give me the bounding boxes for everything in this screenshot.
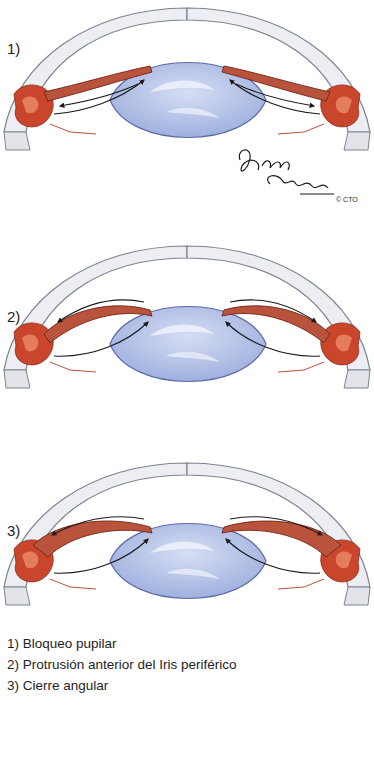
aqueous-flow-arrow xyxy=(54,80,144,114)
cornea xyxy=(187,8,370,132)
cornea xyxy=(4,246,187,370)
aqueous-flow-arrow xyxy=(226,539,320,573)
eye-figure xyxy=(4,246,370,388)
sclera xyxy=(344,370,370,388)
aqueous-flow-arrow xyxy=(60,84,138,106)
lens-highlight xyxy=(166,352,220,362)
zonule xyxy=(278,362,324,372)
zonule xyxy=(278,579,324,589)
ciliary-highlight xyxy=(22,334,38,351)
aqueous-flow-arrow xyxy=(236,84,314,106)
caption-line: 2) Protrusión anterior del Iris periféri… xyxy=(7,657,237,673)
iris xyxy=(44,306,152,343)
sclera xyxy=(4,132,30,150)
ciliary-body xyxy=(321,323,360,365)
ciliary-highlight xyxy=(336,334,352,351)
ciliary-highlight xyxy=(336,551,352,568)
eye-figure xyxy=(4,463,370,605)
sclera xyxy=(4,587,30,605)
aqueous-flow-arrow xyxy=(54,322,148,356)
ciliary-body xyxy=(14,323,53,365)
aqueous-flow-arrow xyxy=(226,322,320,356)
ciliary-highlight xyxy=(336,96,352,113)
lens-highlight xyxy=(150,81,214,93)
zonule xyxy=(50,362,96,372)
cornea xyxy=(187,246,370,370)
sclera xyxy=(344,587,370,605)
copyright-mark: © CTO xyxy=(336,196,358,204)
eye-figure xyxy=(4,8,370,150)
iris xyxy=(222,306,330,343)
lens xyxy=(110,307,266,382)
cornea xyxy=(187,463,370,587)
cornea xyxy=(4,8,187,132)
lens-highlight xyxy=(150,325,214,337)
aqueous-flow-arrow xyxy=(52,517,144,535)
iris xyxy=(33,521,152,557)
figure-number: 2) xyxy=(7,308,20,326)
aqueous-flow-arrow xyxy=(230,80,320,114)
aqueous-flow-arrow xyxy=(54,539,148,573)
sclera xyxy=(4,370,30,388)
ciliary-highlight xyxy=(22,551,38,568)
zonule xyxy=(50,124,96,134)
caption-line: 1) Bloqueo pupilar xyxy=(7,636,117,652)
lens-highlight xyxy=(166,108,220,118)
lens xyxy=(110,524,266,599)
lens-highlight xyxy=(150,542,214,554)
zonule xyxy=(50,579,96,589)
iris xyxy=(222,66,330,101)
aqueous-flow-arrow xyxy=(58,300,144,322)
zonule xyxy=(278,124,324,134)
ciliary-highlight xyxy=(22,96,38,113)
iris xyxy=(44,66,152,101)
figure-number: 1) xyxy=(7,40,20,58)
iris xyxy=(222,521,341,557)
signature xyxy=(239,150,334,194)
aqueous-flow-arrow xyxy=(230,300,316,322)
sclera xyxy=(344,132,370,150)
caption-line: 3) Cierre angular xyxy=(7,678,108,694)
cornea xyxy=(4,463,187,587)
aqueous-flow-arrow xyxy=(230,517,322,535)
figure-number: 3) xyxy=(7,522,20,540)
lens-highlight xyxy=(166,569,220,579)
